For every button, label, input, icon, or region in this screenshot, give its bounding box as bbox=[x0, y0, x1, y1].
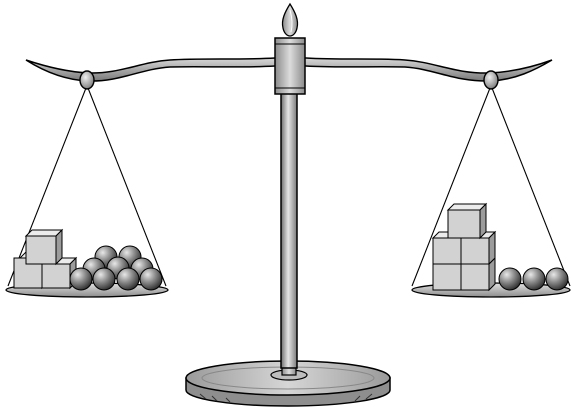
sphere bbox=[140, 268, 162, 290]
finial bbox=[282, 4, 297, 36]
beam-pivot-collar bbox=[275, 38, 305, 94]
sphere bbox=[70, 268, 92, 290]
sphere bbox=[523, 268, 545, 290]
right-pan-assembly bbox=[412, 71, 570, 297]
pole bbox=[281, 92, 297, 368]
sphere bbox=[499, 268, 521, 290]
sphere bbox=[93, 268, 115, 290]
cube bbox=[26, 230, 62, 264]
right-pan-string-right bbox=[492, 88, 570, 286]
left-cubes bbox=[14, 230, 76, 288]
sphere bbox=[546, 268, 568, 290]
sphere bbox=[117, 268, 139, 290]
right-hanger-ring bbox=[484, 71, 498, 89]
right-spheres bbox=[499, 268, 568, 290]
left-hanger-ring bbox=[80, 71, 94, 89]
cube bbox=[448, 204, 486, 238]
cube bbox=[433, 264, 461, 290]
right-cubes bbox=[433, 204, 495, 290]
left-pan-assembly bbox=[6, 71, 168, 297]
